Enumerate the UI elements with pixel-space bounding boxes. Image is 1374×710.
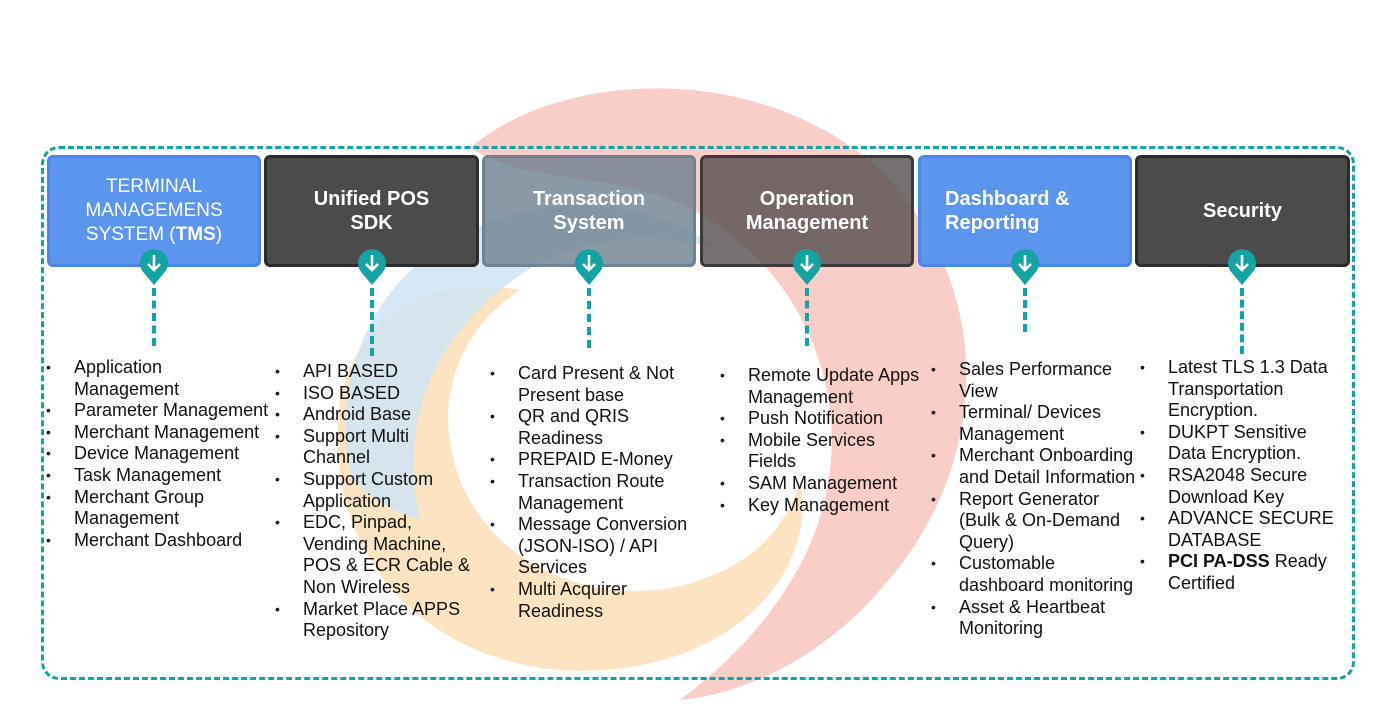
pci-ready-text: Ready Certified xyxy=(1168,551,1327,593)
down-arrow-marker-icon xyxy=(1228,249,1256,285)
card-transaction-system: Transaction System xyxy=(482,155,696,267)
list-item: Key Management xyxy=(720,495,920,517)
unified-pos-sdk-feature-list: API BASED ISO BASED Android Base Support… xyxy=(275,361,473,642)
list-item: Support Multi Channel xyxy=(275,426,473,469)
list-item: Multi Acquirer Readiness xyxy=(490,579,698,622)
tms-header-line2: MANAGEMENS xyxy=(85,200,223,221)
dashboard-reporting-header: Dashboard & Reporting xyxy=(945,188,1070,234)
security-feature-list: Latest TLS 1.3 Data Transportation Encry… xyxy=(1140,357,1345,595)
connector-line xyxy=(805,288,809,346)
list-item: Merchant Dashboard xyxy=(46,530,270,552)
tms-header-abbr: TMS xyxy=(175,224,216,245)
swirl-blue-arc xyxy=(345,205,720,520)
transaction-system-feature-list: Card Present & Not Present base QR and Q… xyxy=(490,363,698,622)
list-item: Customable dashboard monitoring xyxy=(931,553,1136,596)
card-security: Security xyxy=(1135,155,1350,267)
list-item: Market Place APPS Repository xyxy=(275,599,473,642)
list-item: Push Notification xyxy=(720,408,920,430)
list-item: Terminal/ Devices Management xyxy=(931,402,1136,445)
unified-pos-sdk-header: Unified POS SDK xyxy=(313,188,430,234)
list-item: Device Management xyxy=(46,443,270,465)
list-item: ISO BASED xyxy=(275,383,473,405)
card-unified-pos-sdk: Unified POS SDK xyxy=(264,155,479,267)
tms-header-line3a: SYSTEM ( xyxy=(85,224,176,245)
transaction-system-header: Transaction System xyxy=(532,188,646,234)
list-item: PCI PA-DSS Ready Certified xyxy=(1140,551,1345,594)
dashboard-reporting-feature-list: Sales Performance View Terminal/ Devices… xyxy=(931,359,1136,640)
list-item: Latest TLS 1.3 Data Transportation Encry… xyxy=(1140,357,1345,422)
list-item: Transaction Route Management xyxy=(490,471,698,514)
list-item: ADVANCE SECURE DATABASE xyxy=(1140,508,1345,551)
connector-line xyxy=(152,288,156,346)
list-item: EDC, Pinpad, Vending Machine, POS & ECR … xyxy=(275,512,473,598)
connector-line xyxy=(1240,288,1244,354)
down-arrow-marker-icon xyxy=(358,249,386,285)
list-item: Report Generator (Bulk & On-Demand Query… xyxy=(931,489,1136,554)
list-item: PREPAID E-Money xyxy=(490,449,698,471)
down-arrow-marker-icon xyxy=(793,249,821,285)
card-terminal-management-system: TERMINAL MANAGEMENS SYSTEM (TMS) xyxy=(47,155,261,267)
pci-pa-dss-label: PCI PA-DSS xyxy=(1168,551,1270,572)
card-operation-management: Operation Management xyxy=(700,155,914,267)
list-item: Sales Performance View xyxy=(931,359,1136,402)
list-item: Merchant Management xyxy=(46,422,270,444)
list-item: Mobile Services Fields xyxy=(720,430,920,473)
list-item: Task Management xyxy=(46,465,270,487)
list-item: Application Management xyxy=(46,357,270,400)
list-item: Merchant Group Management xyxy=(46,487,270,530)
list-item: Support Custom Application xyxy=(275,469,473,512)
down-arrow-marker-icon xyxy=(575,249,603,285)
down-arrow-marker-icon xyxy=(1011,249,1039,285)
list-item: Parameter Management xyxy=(46,400,270,422)
security-header: Security xyxy=(1203,200,1282,222)
list-item: Asset & Heartbeat Monitoring xyxy=(931,597,1136,640)
dashed-container-frame xyxy=(41,146,1355,680)
list-item: Message Conversion (JSON-ISO) / API Serv… xyxy=(490,514,698,579)
list-item: SAM Management xyxy=(720,473,920,495)
tms-feature-list: Application Management Parameter Managem… xyxy=(46,357,270,551)
down-arrow-marker-icon xyxy=(140,249,168,285)
list-item: Android Base xyxy=(275,404,473,426)
operation-management-feature-list: Remote Update Apps Management Push Notif… xyxy=(720,365,920,516)
tms-header-line3c: ) xyxy=(215,224,223,245)
connector-line xyxy=(1023,288,1027,332)
list-item: Merchant Onboarding and Detail Informati… xyxy=(931,445,1136,488)
list-item: API BASED xyxy=(275,361,473,383)
tms-header-line1: TERMINAL xyxy=(105,176,203,197)
list-item: RSA2048 Secure Download Key xyxy=(1140,465,1345,508)
operation-management-header: Operation Management xyxy=(745,188,869,234)
list-item: Remote Update Apps Management xyxy=(720,365,920,408)
connector-line xyxy=(587,288,591,348)
connector-line xyxy=(370,288,374,356)
list-item: DUKPT Sensitive Data Encryption. xyxy=(1140,422,1345,465)
list-item: QR and QRIS Readiness xyxy=(490,406,698,449)
list-item: Card Present & Not Present base xyxy=(490,363,698,406)
